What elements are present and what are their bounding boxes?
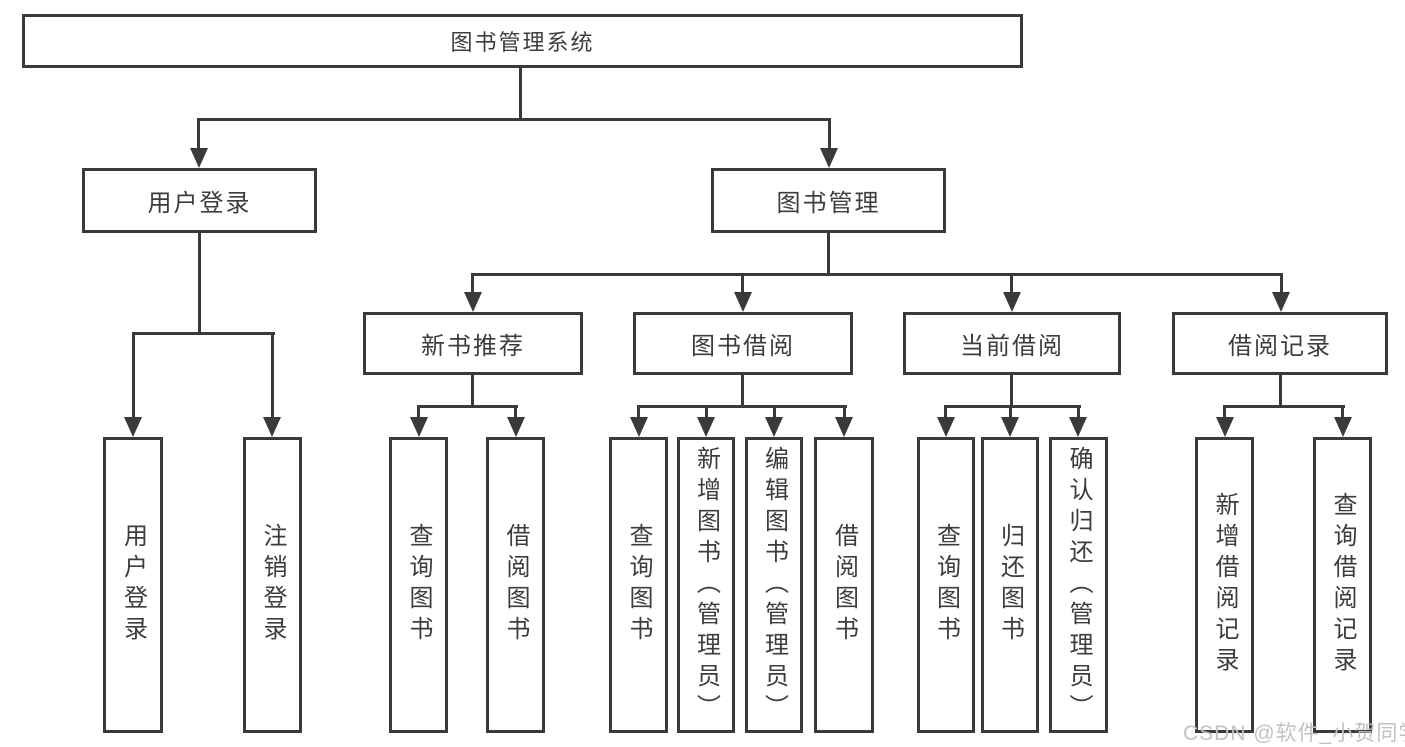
leaf-logout: 注销登录 xyxy=(243,437,302,733)
connector-line xyxy=(132,332,135,419)
watermark: CSDN @软件_小贺同学 xyxy=(1183,722,1405,745)
connector-line xyxy=(197,118,831,121)
leaf-confirm-return-admin: 确认归还（管理员） xyxy=(1049,437,1108,733)
leaf-label: 确认归还（管理员） xyxy=(1065,445,1092,725)
connector-line xyxy=(944,405,1081,408)
leaf-label: 归还图书 xyxy=(996,523,1024,647)
connector-line xyxy=(1223,405,1226,419)
arrow-down-icon xyxy=(1216,417,1234,437)
connector-line xyxy=(1279,375,1282,408)
node-current-borrowing: 当前借阅 xyxy=(903,312,1121,375)
arrow-down-icon xyxy=(1334,417,1352,437)
connector-line xyxy=(1223,405,1345,408)
node-user-login: 用户登录 xyxy=(82,168,317,233)
connector-line xyxy=(1077,405,1080,419)
connector-line xyxy=(132,332,275,335)
connector-line xyxy=(843,405,846,419)
node-book-management: 图书管理 xyxy=(711,168,946,233)
connector-line xyxy=(827,233,830,276)
leaf-label: 借阅图书 xyxy=(502,523,529,647)
arrow-down-icon xyxy=(820,148,838,168)
leaf-label: 新增借阅记录 xyxy=(1211,492,1238,678)
arrow-down-icon xyxy=(190,148,208,168)
connector-line xyxy=(741,375,744,408)
leaf-label: 用户登录 xyxy=(119,523,147,647)
connector-line xyxy=(417,405,420,419)
node-library-management-system: 图书管理系统 xyxy=(22,14,1023,68)
arrow-down-icon xyxy=(937,417,955,437)
leaf-borrow-books-recommend: 借阅图书 xyxy=(486,437,545,733)
node-label: 借阅记录 xyxy=(1228,333,1332,360)
leaf-label: 注销登录 xyxy=(259,523,286,647)
arrow-down-icon xyxy=(734,292,752,312)
connector-line xyxy=(471,273,1283,276)
connector-line xyxy=(471,375,474,408)
connector-line xyxy=(471,273,474,294)
leaf-borrow-books: 借阅图书 xyxy=(814,437,874,733)
leaf-return-books: 归还图书 xyxy=(981,437,1039,733)
leaf-label: 编辑图书（管理员） xyxy=(760,445,788,725)
leaf-label: 查询图书 xyxy=(625,523,652,647)
node-label: 当前借阅 xyxy=(960,333,1064,360)
connector-line xyxy=(705,405,708,419)
connector-line xyxy=(1010,273,1013,294)
node-new-book-recommend: 新书推荐 xyxy=(363,312,583,375)
connector-line xyxy=(741,273,744,294)
arrow-down-icon xyxy=(464,292,482,312)
leaf-query-books-recommend: 查询图书 xyxy=(389,437,448,733)
leaf-query-books-borrowing: 查询图书 xyxy=(609,437,668,733)
leaf-label: 借阅图书 xyxy=(830,523,858,647)
connector-line xyxy=(514,405,517,419)
connector-line xyxy=(1341,405,1344,419)
leaf-label: 查询图书 xyxy=(932,523,960,647)
arrow-down-icon xyxy=(630,417,648,437)
node-label: 图书管理系统 xyxy=(450,30,595,55)
arrow-down-icon xyxy=(507,417,525,437)
connector-line xyxy=(271,332,274,419)
arrow-down-icon xyxy=(697,417,715,437)
leaf-query-books-current: 查询图书 xyxy=(917,437,975,733)
leaf-user-login: 用户登录 xyxy=(103,437,163,733)
node-borrowing-records: 借阅记录 xyxy=(1172,312,1388,375)
connector-line xyxy=(637,405,847,408)
node-label: 图书借阅 xyxy=(691,333,795,360)
arrow-down-icon xyxy=(263,417,281,437)
arrow-down-icon xyxy=(1272,292,1290,312)
leaf-label: 新增图书（管理员） xyxy=(692,445,720,725)
leaf-edit-books-admin: 编辑图书（管理员） xyxy=(745,437,803,733)
connector-line xyxy=(519,68,522,121)
connector-line xyxy=(944,405,947,419)
arrow-down-icon xyxy=(1001,417,1019,437)
arrow-down-icon xyxy=(1069,417,1087,437)
leaf-query-borrow-record: 查询借阅记录 xyxy=(1313,437,1372,733)
arrow-down-icon xyxy=(835,417,853,437)
leaf-label: 查询图书 xyxy=(405,523,432,647)
connector-line xyxy=(637,405,640,419)
connector-line xyxy=(1009,405,1012,419)
connector-line xyxy=(1280,273,1283,294)
arrow-down-icon xyxy=(1003,292,1021,312)
arrow-down-icon xyxy=(124,417,142,437)
leaf-label: 查询借阅记录 xyxy=(1329,492,1356,678)
node-book-borrowing: 图书借阅 xyxy=(633,312,853,375)
connector-line xyxy=(1010,375,1013,408)
arrow-down-icon xyxy=(410,417,428,437)
connector-line xyxy=(197,118,200,151)
connector-line xyxy=(773,405,776,419)
node-label: 图书管理 xyxy=(776,190,881,217)
connector-line xyxy=(198,233,201,334)
leaf-add-borrow-record: 新增借阅记录 xyxy=(1195,437,1254,733)
connector-line xyxy=(417,405,518,408)
arrow-down-icon xyxy=(765,417,783,437)
connector-line xyxy=(828,118,831,151)
node-label: 用户登录 xyxy=(147,190,252,217)
node-label: 新书推荐 xyxy=(421,333,525,360)
leaf-add-books-admin: 新增图书（管理员） xyxy=(677,437,735,733)
